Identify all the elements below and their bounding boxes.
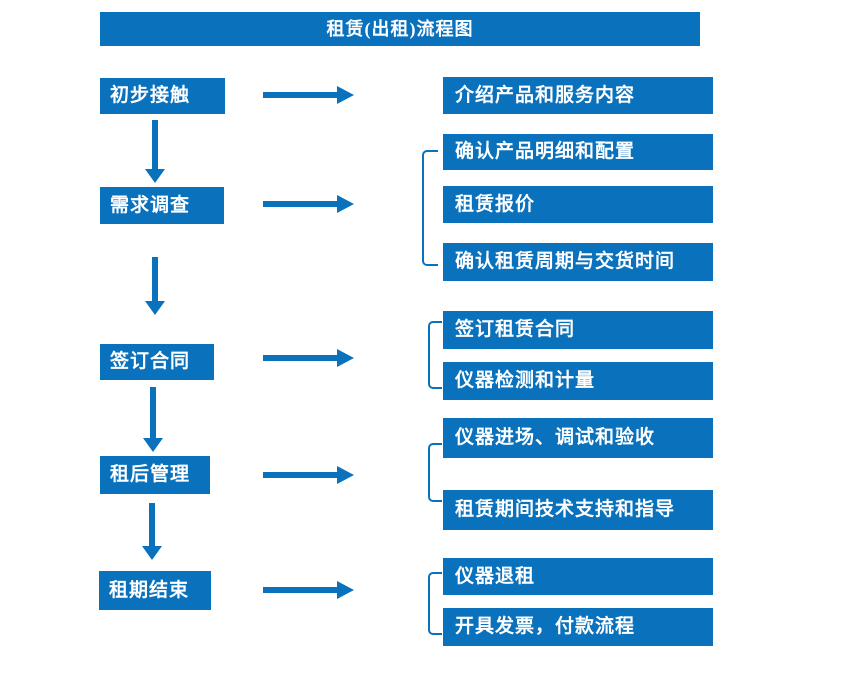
right-arrow-icon [263,195,355,213]
right-arrow-icon [263,581,355,599]
down-arrow-icon [145,257,165,315]
stage-sign-contract: 签订合同 [100,344,214,380]
output-confirm-product-details: 确认产品明细和配置 [443,134,713,170]
group-bracket [428,321,442,389]
output-instrument-return: 仪器退租 [443,558,713,595]
right-arrow-icon [263,86,355,104]
output-technical-support: 租赁期间技术支持和指导 [443,490,713,530]
stage-lease-end: 租期结束 [99,571,211,610]
group-bracket [422,150,438,266]
output-instrument-inspection: 仪器检测和计量 [443,362,713,400]
group-bracket [428,443,442,502]
flowchart-title: 租赁(出租)流程图 [100,12,700,46]
stage-demand-survey: 需求调查 [100,187,224,224]
output-instrument-setup-acceptance: 仪器进场、调试和验收 [443,418,713,458]
down-arrow-icon [145,120,165,183]
stage-post-rental-management: 租后管理 [100,456,210,494]
down-arrow-icon [143,387,163,452]
output-confirm-rental-period: 确认租赁周期与交货时间 [443,243,713,281]
stage-initial-contact: 初步接触 [100,78,225,114]
group-bracket [428,572,442,635]
output-introduce-products: 介绍产品和服务内容 [443,77,713,114]
output-sign-rental-contract: 签订租赁合同 [443,311,713,349]
right-arrow-icon [263,349,355,367]
output-rental-quotation: 租赁报价 [443,186,713,223]
right-arrow-icon [263,466,355,484]
down-arrow-icon [142,503,162,560]
output-invoice-payment: 开具发票，付款流程 [443,608,713,646]
